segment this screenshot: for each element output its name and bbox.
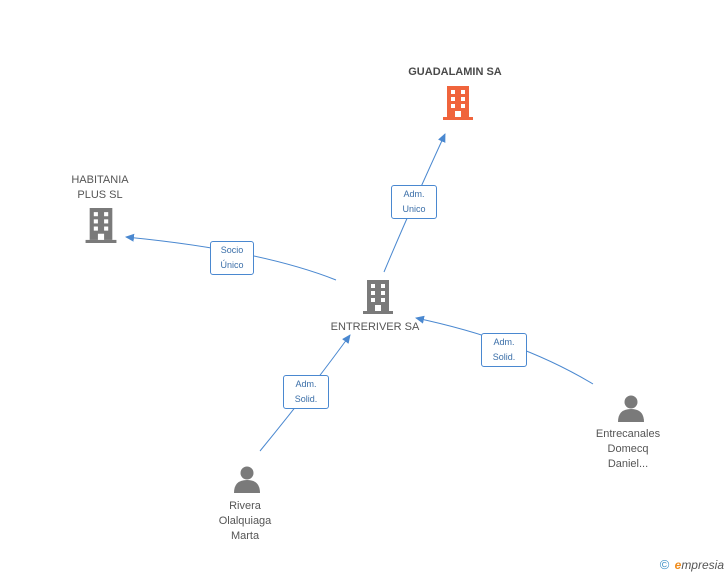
node-entrecanales-label[interactable]: Entrecanales Domecq Daniel...: [595, 428, 661, 470]
edge-label-socio-unico: Socio Único: [210, 241, 254, 275]
node-entreriver-label[interactable]: ENTRERIVER SA: [330, 321, 420, 333]
building-icon[interactable]: [363, 280, 393, 314]
copyright-brand: © empresia: [660, 557, 724, 572]
building-icon[interactable]: [85, 208, 117, 243]
person-icon[interactable]: [617, 394, 645, 422]
edge-label-adm-solid-entrecanales: Adm. Solid.: [481, 333, 527, 367]
person-icon[interactable]: [233, 465, 261, 493]
copyright-icon: ©: [659, 557, 670, 572]
edge-label-adm-solid-rivera: Adm. Solid.: [283, 375, 329, 409]
node-habitania-label[interactable]: HABITANIA PLUS SL: [71, 174, 129, 201]
building-icon[interactable]: [443, 86, 473, 120]
node-guadalamin-label[interactable]: GUADALAMIN SA: [408, 66, 502, 78]
node-rivera-label[interactable]: Rivera Olalquiaga Marta: [218, 500, 272, 542]
brand-logo: empresia: [674, 558, 724, 572]
edge-label-adm-unico: Adm. Unico: [391, 185, 437, 219]
